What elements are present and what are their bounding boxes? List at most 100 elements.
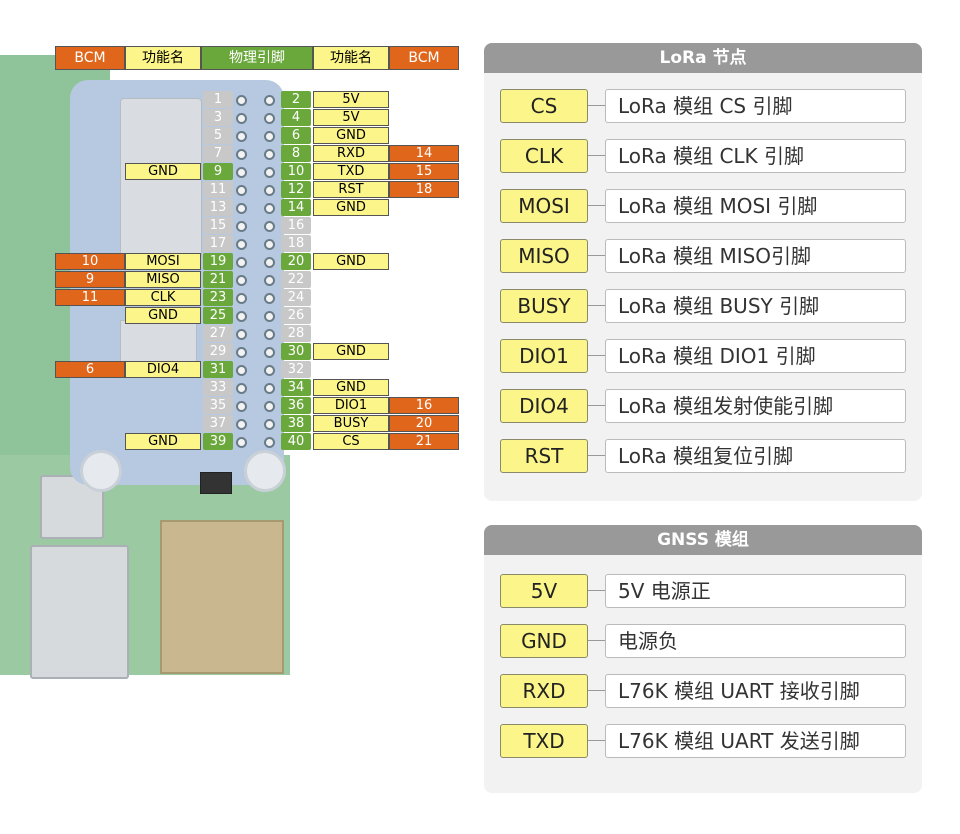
signal-label: DIO1	[500, 339, 588, 373]
lora-row: MISO LoRa 模组 MISO引脚	[500, 239, 906, 273]
pin-number-left: 9	[203, 163, 233, 180]
pin-number-right: 20	[281, 253, 311, 270]
pin-dot-left	[236, 437, 247, 448]
connector-line	[588, 455, 605, 456]
pin-number-left: 25	[203, 307, 233, 324]
connector-line	[588, 355, 605, 356]
pin-number-left: 35	[203, 397, 233, 414]
gnss-panel: GNSS 模组 5V5V 电源正GND电源负RXDL76K 模组 UART 接收…	[484, 525, 922, 793]
pin-dot-left	[236, 113, 247, 124]
connector-line	[588, 405, 605, 406]
pin-dot-right	[264, 167, 275, 178]
pin-dot-right	[264, 293, 275, 304]
signal-description: LoRa 模组 CLK 引脚	[605, 139, 906, 173]
bcm-label-right: 18	[389, 181, 459, 198]
pin-dot-right	[264, 437, 275, 448]
pin-dot-right	[264, 203, 275, 214]
lora-row: RSTLoRa 模组复位引脚	[500, 439, 906, 473]
pin-number-left: 29	[203, 343, 233, 360]
pin-dot-right	[264, 275, 275, 286]
gnss-row: 5V5V 电源正	[500, 574, 906, 608]
func-label-right: 5V	[313, 91, 389, 108]
pin-dot-left	[236, 203, 247, 214]
bcm-label-left: 11	[55, 289, 125, 306]
pin-number-left: 3	[203, 109, 233, 126]
pin-number-right: 6	[281, 127, 311, 144]
switch	[200, 472, 232, 494]
func-label-left: DIO4	[125, 361, 201, 378]
signal-description: LoRa 模组 CS 引脚	[605, 89, 906, 123]
signal-label: CS	[500, 89, 588, 123]
signal-label: MISO	[500, 239, 588, 273]
pin-number-right: 32	[281, 361, 311, 378]
pin-dot-left	[236, 365, 247, 376]
pin-dot-left	[236, 329, 247, 340]
signal-label: BUSY	[500, 289, 588, 323]
connector-line	[588, 590, 605, 591]
connector-line	[588, 205, 605, 206]
signal-label: RXD	[500, 674, 588, 708]
func-label-right: GND	[313, 343, 389, 360]
pin-dot-left	[236, 347, 247, 358]
pin-dot-right	[264, 347, 275, 358]
func-label-right: CS	[313, 433, 389, 450]
pin-dot-right	[264, 185, 275, 196]
signal-description: LoRa 模组 MISO引脚	[605, 239, 906, 273]
mount-hole-right	[244, 450, 286, 492]
header-func-left: 功能名	[125, 46, 201, 70]
func-label-right: BUSY	[313, 415, 389, 432]
lora-row: MOSILoRa 模组 MOSI 引脚	[500, 189, 906, 223]
lora-row: DIO1 LoRa 模组 DIO1 引脚	[500, 339, 906, 373]
pin-dot-right	[264, 311, 275, 322]
func-label-right: GND	[313, 127, 389, 144]
pin-number-right: 26	[281, 307, 311, 324]
pin-number-right: 38	[281, 415, 311, 432]
pin-number-left: 15	[203, 217, 233, 234]
pin-dot-left	[236, 419, 247, 430]
func-label-right: GND	[313, 199, 389, 216]
usb-port-1	[30, 545, 129, 679]
func-label-left: CLK	[125, 289, 201, 306]
signal-description: LoRa 模组发射使能引脚	[605, 389, 906, 423]
func-label-left: MISO	[125, 271, 201, 288]
pin-number-left: 17	[203, 235, 233, 252]
signal-description: 电源负	[605, 624, 906, 658]
pin-number-right: 16	[281, 217, 311, 234]
signal-label: RST	[500, 439, 588, 473]
pin-number-right: 30	[281, 343, 311, 360]
pin-dot-left	[236, 167, 247, 178]
pin-number-right: 36	[281, 397, 311, 414]
func-label-left: GND	[125, 433, 201, 450]
func-label-right: DIO1	[313, 397, 389, 414]
gnss-row: RXD L76K 模组 UART 接收引脚	[500, 674, 906, 708]
gnss-row: TXDL76K 模组 UART 发送引脚	[500, 724, 906, 758]
pin-dot-right	[264, 329, 275, 340]
pin-dot-left	[236, 401, 247, 412]
pin-number-right: 2	[281, 91, 311, 108]
pin-number-right: 40	[281, 433, 311, 450]
pin-dot-left	[236, 383, 247, 394]
connector-line	[588, 690, 605, 691]
connector-line	[588, 305, 605, 306]
signal-description: L76K 模组 UART 接收引脚	[605, 674, 906, 708]
pin-dot-right	[264, 401, 275, 412]
bcm-label-left: 6	[55, 361, 125, 378]
pin-dot-left	[236, 275, 247, 286]
func-label-left: MOSI	[125, 253, 201, 270]
pin-number-left: 27	[203, 325, 233, 342]
pin-dot-right	[264, 383, 275, 394]
connector-line	[588, 155, 605, 156]
pin-number-left: 33	[203, 379, 233, 396]
pin-dot-left	[236, 149, 247, 160]
pin-dot-right	[264, 95, 275, 106]
pin-number-right: 28	[281, 325, 311, 342]
pin-dot-left	[236, 221, 247, 232]
connector-line	[588, 740, 605, 741]
pin-number-right: 24	[281, 289, 311, 306]
signal-description: LoRa 模组 DIO1 引脚	[605, 339, 906, 373]
pin-number-right: 4	[281, 109, 311, 126]
func-label-right: GND	[313, 253, 389, 270]
pin-number-right: 18	[281, 235, 311, 252]
pin-number-right: 12	[281, 181, 311, 198]
pin-number-right: 10	[281, 163, 311, 180]
